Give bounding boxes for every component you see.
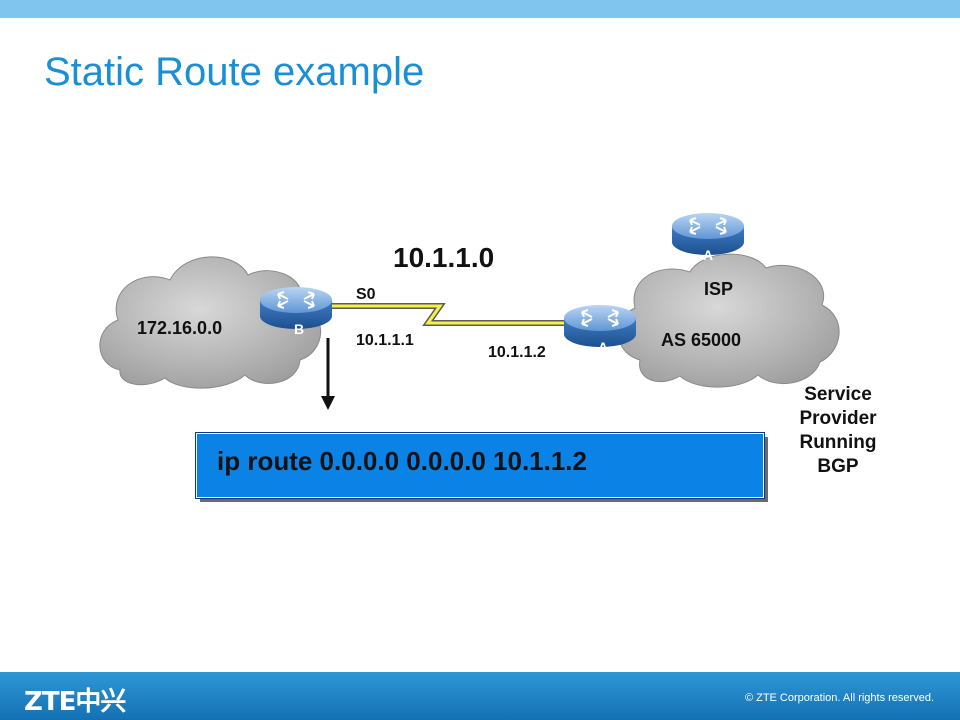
- router-b-label: B: [294, 321, 304, 337]
- top-accent-bar: [0, 0, 960, 18]
- router-b-ip-label: 10.1.1.1: [356, 332, 414, 349]
- footer-bar: ZTE中兴 © ZTE Corporation. All rights rese…: [0, 672, 960, 720]
- command-box: ip route 0.0.0.0 0.0.0.0 10.1.1.2: [196, 433, 764, 498]
- as-number-label: AS 65000: [661, 330, 742, 350]
- link-network-label: 10.1.1.0: [393, 242, 495, 273]
- note-line: Running: [799, 432, 877, 453]
- interface-label: S0: [356, 286, 376, 303]
- note-line: Provider: [799, 408, 877, 429]
- service-provider-note: Service Provider Running BGP: [780, 383, 896, 479]
- isp-label: ISP: [704, 279, 734, 299]
- copyright-text: © ZTE Corporation. All rights reserved.: [744, 692, 934, 704]
- page-title: Static Route example: [44, 50, 425, 94]
- note-line: BGP: [817, 456, 859, 477]
- route-command: ip route 0.0.0.0 0.0.0.0 10.1.1.2: [217, 446, 587, 476]
- router-isp-label: A: [703, 247, 713, 263]
- isp-network-cloud: [617, 253, 840, 388]
- router-a-label: A: [598, 339, 608, 355]
- zte-logo: ZTE中兴: [24, 687, 126, 717]
- note-line: Service: [804, 384, 872, 405]
- route-arrow: [321, 338, 335, 410]
- left-network-label: 172.16.0.0: [137, 318, 223, 338]
- router-a-ip-label: 10.1.1.2: [488, 344, 546, 361]
- serial-link: [300, 303, 604, 326]
